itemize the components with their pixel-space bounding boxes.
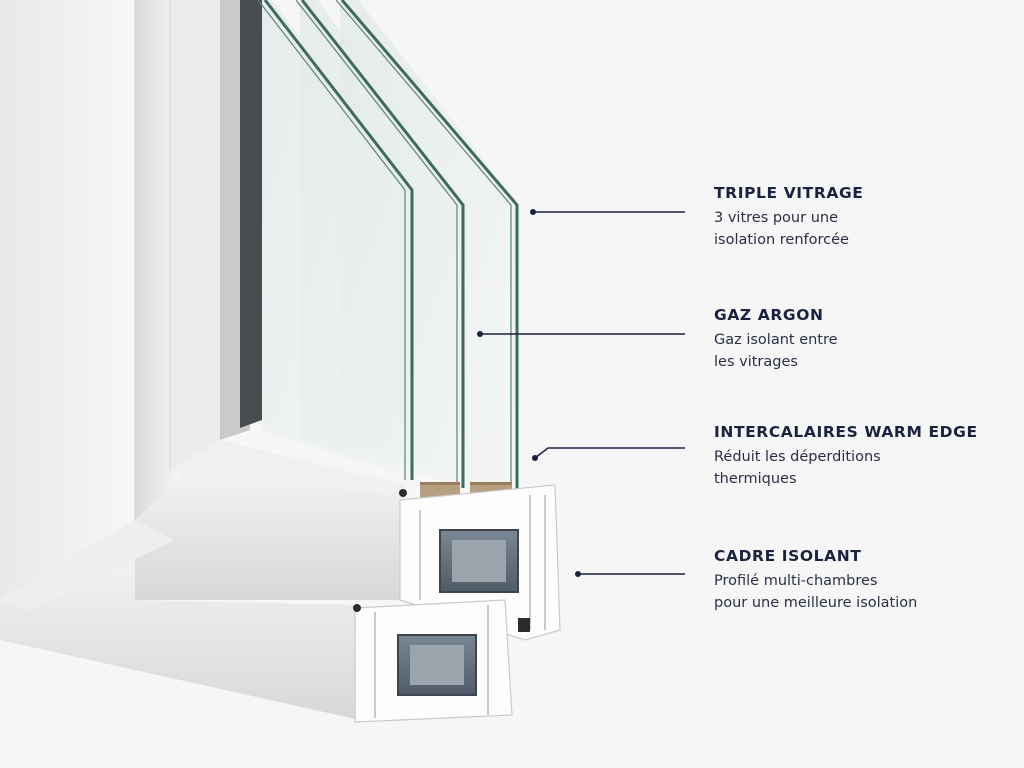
leader-dot-triple-vitrage: [530, 209, 536, 215]
leader-dot-warm-edge: [532, 455, 538, 461]
callout-triple-vitrage: TRIPLE VITRAGE 3 vitres pour une isolati…: [714, 183, 1014, 251]
glass-pane-outer: [340, 0, 520, 492]
sash-steel-hollow: [452, 540, 506, 582]
callout-warm-edge: INTERCALAIRES WARM EDGE Réduit les déper…: [714, 422, 1014, 490]
spacer-1-top: [420, 482, 460, 485]
callout-title: TRIPLE VITRAGE: [714, 184, 864, 202]
frame-jamb-inner: [170, 0, 220, 470]
callout-desc-line: Profilé multi-chambres: [714, 573, 878, 589]
callout-cadre-isolant: CADRE ISOLANT Profilé multi-chambres pou…: [714, 546, 1014, 614]
frame-sill-top: [0, 520, 175, 610]
leader-dot-gaz-argon: [477, 331, 483, 337]
gasket-dot-2: [353, 604, 361, 612]
callout-title: CADRE ISOLANT: [714, 547, 862, 565]
callout-description: Profilé multi-chambres pour une meilleur…: [714, 570, 1014, 614]
callout-desc-line: Réduit les déperditions: [714, 449, 881, 465]
leader-line-warm-edge: [534, 447, 685, 459]
wall-reveal: [0, 0, 140, 600]
frame-steel-hollow: [410, 645, 464, 685]
glass-edge-2: [300, 0, 465, 488]
sash-jamb-gasket: [240, 0, 262, 428]
sash-rail-top: [170, 440, 405, 495]
glass-edge-3: [340, 0, 519, 492]
callout-description: Gaz isolant entre les vitrages: [714, 329, 1014, 373]
spacer-1: [420, 482, 460, 498]
spacer-2-top: [470, 482, 512, 485]
callout-description: 3 vitres pour une isolation renforcée: [714, 207, 1014, 251]
callout-title: GAZ ARGON: [714, 306, 824, 324]
callout-desc-line: 3 vitres pour une: [714, 210, 838, 226]
callout-description: Réduit les déperditions thermiques: [714, 446, 1014, 490]
callout-desc-line: pour une meilleure isolation: [714, 595, 918, 611]
glass-edge-3b: [335, 0, 512, 492]
glass-edge-2b: [295, 0, 458, 488]
glass-edge-1: [263, 0, 414, 480]
callout-title: INTERCALAIRES WARM EDGE: [714, 423, 978, 441]
callout-desc-line: isolation renforcée: [714, 232, 849, 248]
callout-desc-line: Gaz isolant entre: [714, 332, 838, 348]
sash-gasket: [518, 618, 530, 632]
glass-edge-1b: [257, 0, 406, 480]
callout-gaz-argon: GAZ ARGON Gaz isolant entre les vitrages: [714, 305, 1014, 373]
callout-desc-line: thermiques: [714, 471, 797, 487]
callout-desc-line: les vitrages: [714, 354, 798, 370]
gasket-dot-1: [399, 489, 407, 497]
leader-dot-cadre-isolant: [575, 571, 581, 577]
